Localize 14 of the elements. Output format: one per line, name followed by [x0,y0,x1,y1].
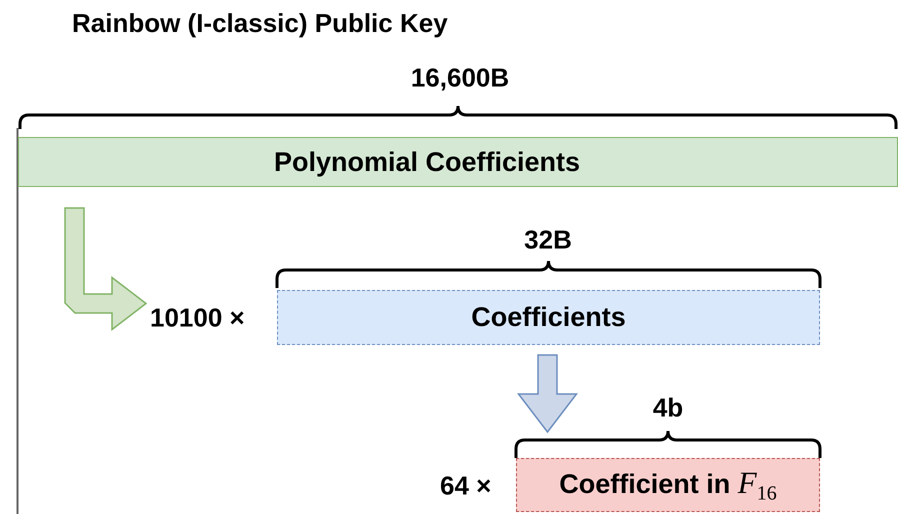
coefficients-box [277,290,820,345]
size-label: 32B [524,224,572,256]
box-label: Polynomial Coefficients [274,146,580,178]
box-label: Coefficient in F$_{16}$ [559,464,777,506]
size-label: 16,600B [410,62,510,94]
block-arrow [516,354,578,434]
multiplier-label: 64 × [440,470,492,502]
multiplier-label: 10100 × [150,302,245,334]
size-label: 4b [652,392,684,424]
title: Rainbow (I-classic) Public Key [72,8,448,39]
box-label: Coefficients [471,302,626,333]
block-arrow [64,207,148,332]
coefficients-bar [18,137,898,187]
coefficient-box [516,458,820,512]
